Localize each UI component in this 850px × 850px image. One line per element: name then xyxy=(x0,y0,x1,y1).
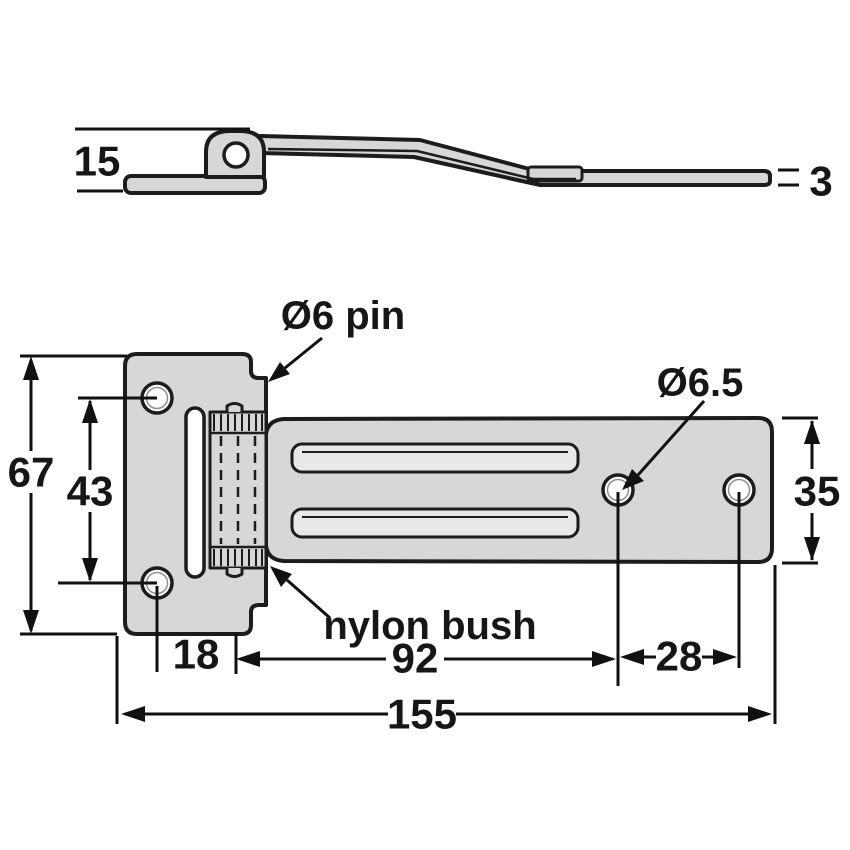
dim-155-text: 155 xyxy=(387,691,457,738)
dim-3-text: 3 xyxy=(809,158,832,205)
dimension-43: 43 xyxy=(58,396,157,585)
dimension-92: 92 xyxy=(236,635,616,682)
bush-flange-bottom xyxy=(225,568,244,578)
callout-hole-diameter: Ø6.5 xyxy=(622,361,743,490)
side-strap-fold-line xyxy=(267,147,576,181)
bush-label: nylon bush xyxy=(323,604,536,648)
side-pin-hole xyxy=(222,141,250,169)
plate-slot xyxy=(184,406,206,579)
bush-hatch-bottom xyxy=(213,549,263,566)
dim-43-text: 43 xyxy=(67,468,114,515)
bush-flange-top xyxy=(225,402,244,412)
dimension-18: 18 xyxy=(155,586,238,678)
hole-diameter-label: Ø6.5 xyxy=(657,361,744,405)
bush-hatch-top xyxy=(213,414,263,431)
dimension-3: 3 xyxy=(778,158,833,205)
side-view: 15 3 xyxy=(74,127,833,205)
dim-67-text: 67 xyxy=(8,449,55,496)
callout-bush: nylon bush xyxy=(270,566,537,648)
strap-slot-upper xyxy=(290,442,580,474)
hinge-barrel xyxy=(208,402,268,578)
dim-15-text: 15 xyxy=(74,138,121,185)
dimension-67: 67 xyxy=(8,354,127,636)
strap xyxy=(264,416,774,564)
side-strap-profile xyxy=(258,134,772,187)
side-strap-step xyxy=(526,165,584,183)
pin-label: Ø6 pin xyxy=(281,294,405,338)
dimension-28: 28 xyxy=(616,492,741,686)
dimension-15: 15 xyxy=(74,127,250,193)
dimension-155: 155 xyxy=(115,565,777,738)
dimension-35: 35 xyxy=(782,416,846,565)
dim-28-text: 28 xyxy=(656,633,703,680)
callout-pin: Ø6 pin xyxy=(268,294,405,382)
dim-35-text: 35 xyxy=(794,468,841,515)
strap-slot-lower xyxy=(290,507,580,539)
plan-view: 67 43 35 18 xyxy=(8,294,846,738)
dim-92-text: 92 xyxy=(392,635,439,682)
dim-18-text: 18 xyxy=(173,631,220,678)
side-leaf-plate xyxy=(123,174,267,195)
